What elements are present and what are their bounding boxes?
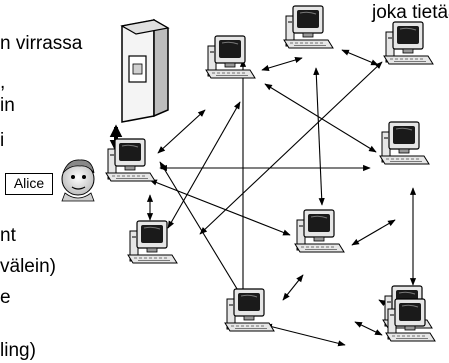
connection-alice-p6	[149, 179, 291, 236]
text-line-7: välein)	[0, 256, 56, 277]
peer-computer-icon	[283, 5, 334, 49]
connection-p2-p6	[313, 67, 325, 206]
connection-p7-p8	[264, 323, 346, 347]
text-line-1: joka tietää	[372, 2, 449, 23]
text-line-5: i	[0, 130, 5, 151]
text-line-9: ling)	[0, 340, 36, 361]
connection-p1-p4	[264, 83, 377, 153]
text-line-3: ,	[0, 72, 6, 93]
text-line-6: nt	[0, 225, 16, 246]
connection-p8-p9	[282, 274, 304, 301]
text-line-8: e	[0, 287, 11, 308]
text-line-4: in	[0, 95, 15, 116]
connection-p1-p8	[167, 101, 241, 229]
server-icon	[120, 18, 170, 123]
peer-computer-icon	[383, 21, 434, 65]
peer-computer-icon	[379, 121, 430, 165]
alice-label: Alice	[5, 173, 53, 195]
peer-computer-icon	[205, 35, 256, 79]
alice-avatar-icon	[61, 159, 95, 202]
alice-computer-icon	[105, 138, 156, 182]
connection-p6-p9	[354, 321, 383, 336]
peer-computer-icon	[385, 298, 436, 342]
peer-computer-icon	[294, 209, 345, 253]
connection-p2-p3	[341, 49, 379, 66]
connection-p4-p7	[199, 61, 383, 235]
connection-alice-p1	[157, 109, 206, 154]
peer-computer-icon	[224, 288, 275, 332]
text-line-2: n virrassa	[0, 33, 83, 54]
connections	[109, 49, 417, 347]
peer-computer-icon	[127, 220, 178, 264]
connection-p1-p2	[261, 57, 303, 71]
nodes	[61, 5, 436, 342]
connection-p5-p6	[351, 219, 396, 246]
